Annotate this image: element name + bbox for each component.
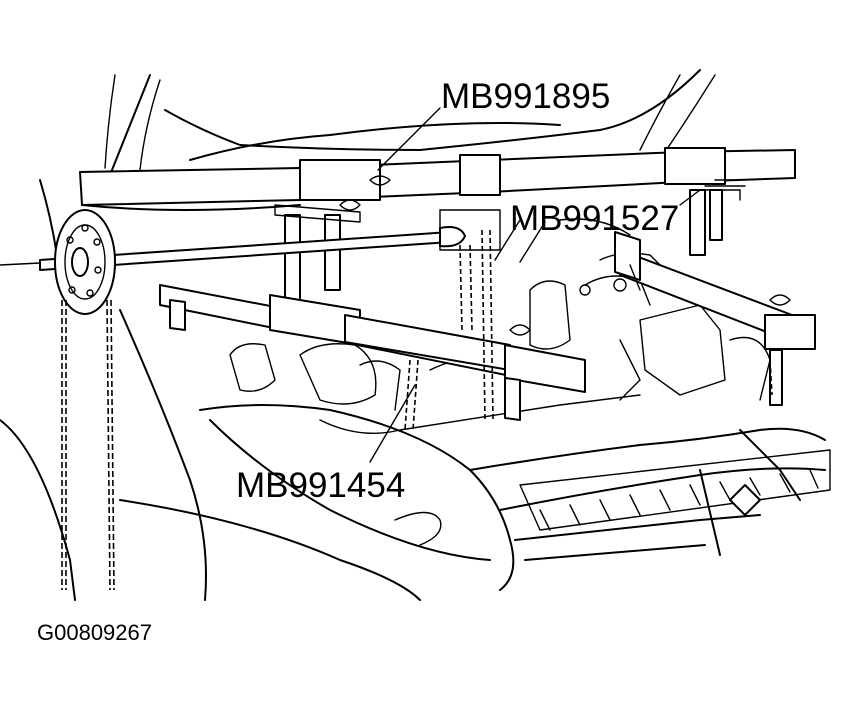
lower-bar — [159, 284, 586, 421]
beam-clamps — [299, 147, 746, 201]
figure-code: G00809267 — [37, 620, 152, 645]
leader-lines — [369, 107, 546, 463]
rod-and-pulley — [0, 209, 466, 315]
engine-bay — [229, 218, 771, 434]
callout-mb991527: MB991527 — [510, 199, 679, 238]
cross-bar — [614, 231, 816, 406]
hoist-chains — [61, 229, 773, 591]
front-grille — [519, 449, 831, 531]
callout-mb991895: MB991895 — [441, 77, 610, 116]
vehicle-body-outline — [0, 69, 826, 601]
callout-mb991454: MB991454 — [236, 466, 405, 505]
main-support-beam — [79, 74, 796, 211]
